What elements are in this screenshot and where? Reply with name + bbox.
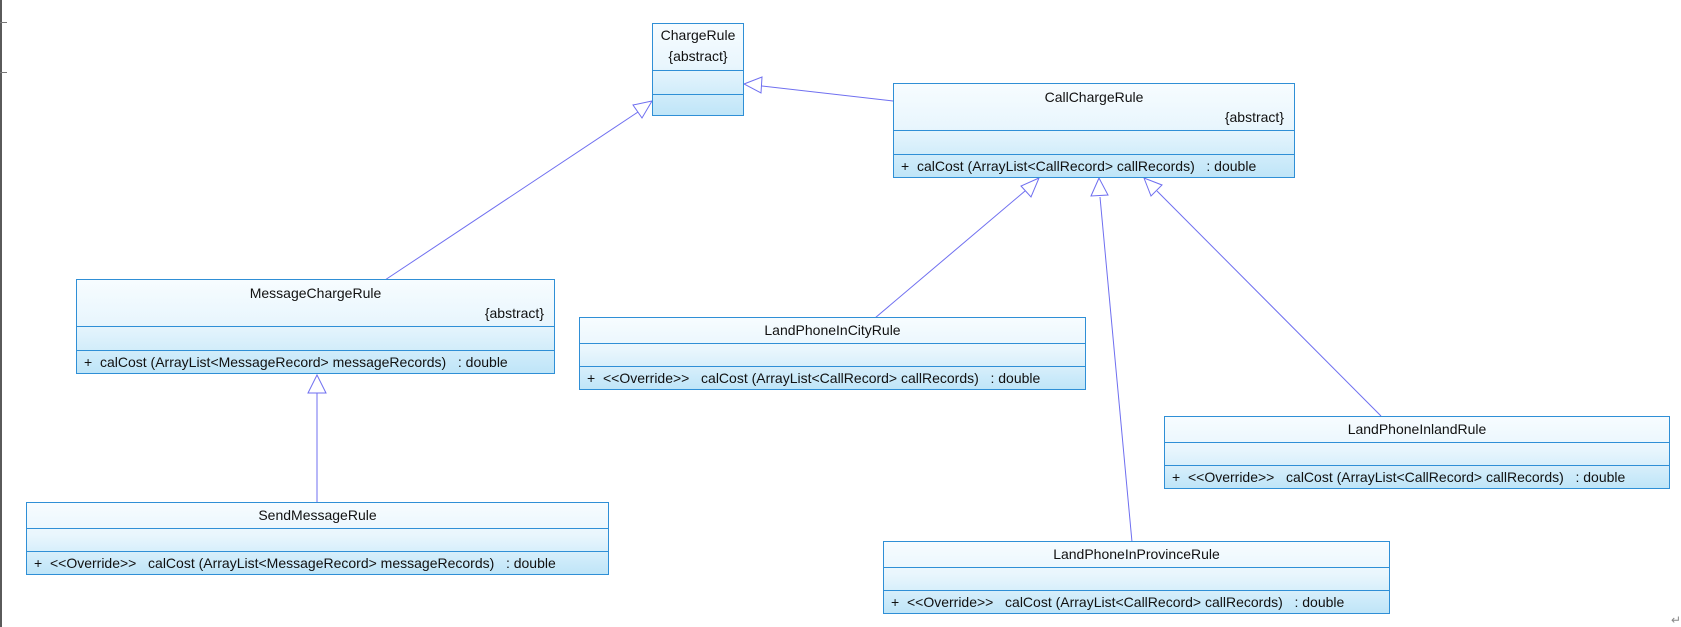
operation-visibility: + <box>1172 469 1181 485</box>
operation-calcost: + calCost (ArrayList<CallRecord> callRec… <box>901 158 1256 174</box>
class-name: SendMessageRule <box>258 507 377 523</box>
operations-compartment: + <<Override>> calCost (ArrayList<CallRe… <box>884 590 1389 613</box>
operation-calcost: + <<Override>> calCost (ArrayList<CallRe… <box>891 594 1344 610</box>
inheritance-arrowhead <box>1143 177 1163 197</box>
class-name: CallChargeRule <box>1044 89 1144 105</box>
operation-calcost: + <<Override>> calCost (ArrayList<CallRe… <box>1172 469 1625 485</box>
operation-modifier: <<Override>> <box>1187 469 1275 485</box>
class-name-compartment: LandPhoneInProvinceRule <box>884 542 1389 567</box>
class-name: ChargeRule <box>660 27 736 43</box>
attributes-compartment <box>894 130 1294 154</box>
inheritance-arrowhead <box>307 373 327 394</box>
operation-calcost: + <<Override>> calCost (ArrayList<CallRe… <box>587 370 1040 386</box>
left-page-edge <box>0 0 2 627</box>
left-edge-tick <box>0 22 7 23</box>
operations-compartment: + calCost (ArrayList<MessageRecord> mess… <box>77 350 554 373</box>
operation-signature: calCost (ArrayList<MessageRecord> messag… <box>148 555 495 571</box>
operation-signature: calCost (ArrayList<MessageRecord> messag… <box>99 354 447 370</box>
operation-signature: calCost (ArrayList<CallRecord> callRecor… <box>1286 469 1564 485</box>
class-name: LandPhoneInlandRule <box>1347 421 1487 437</box>
edge-landphoneinlandrule-to-callchargerule <box>1156 190 1382 417</box>
class-stereotype: {abstract} <box>484 305 544 321</box>
class-name-compartment: MessageChargeRule {abstract} <box>77 280 554 326</box>
attributes-compartment <box>580 343 1085 366</box>
class-stereotype: {abstract} <box>668 48 728 64</box>
operation-return-type: : double <box>1575 469 1626 485</box>
paragraph-mark: ↵ <box>1670 613 1681 627</box>
operation-return-type: : double <box>457 354 508 370</box>
operation-signature: calCost (ArrayList<CallRecord> callRecor… <box>916 158 1195 174</box>
attributes-compartment <box>653 70 743 94</box>
operations-compartment: + calCost (ArrayList<CallRecord> callRec… <box>894 154 1294 177</box>
edge-landphoneinprovincerule-to-callchargerule <box>1099 196 1133 543</box>
class-name-compartment: LandPhoneInlandRule <box>1165 417 1669 442</box>
operation-visibility: + <box>901 158 910 174</box>
operation-calcost: + calCost (ArrayList<MessageRecord> mess… <box>84 354 508 370</box>
edge-callchargerule-to-chargerule <box>743 83 894 102</box>
class-name-compartment: CallChargeRule {abstract} <box>894 84 1294 130</box>
inheritance-arrowhead <box>1020 177 1040 198</box>
class-name: MessageChargeRule <box>249 285 382 301</box>
inheritance-arrowhead <box>1090 176 1109 197</box>
operation-modifier: <<Override>> <box>906 594 994 610</box>
class-landphoneinlandrule[interactable]: LandPhoneInlandRule + <<Override>> calCo… <box>1164 416 1670 489</box>
class-messagechargerule[interactable]: MessageChargeRule {abstract} + calCost (… <box>76 279 555 374</box>
operation-return-type: : double <box>1294 594 1345 610</box>
operation-return-type: : double <box>1206 158 1257 174</box>
operation-return-type: : double <box>990 370 1041 386</box>
operation-signature: calCost (ArrayList<CallRecord> callRecor… <box>1005 594 1283 610</box>
edge-messagechargerule-to-chargerule <box>384 111 639 281</box>
operation-signature: calCost (ArrayList<CallRecord> callRecor… <box>701 370 979 386</box>
class-name-compartment: SendMessageRule <box>27 503 608 528</box>
left-edge-tick <box>0 72 7 73</box>
operation-modifier: <<Override>> <box>49 555 137 571</box>
class-name: LandPhoneInProvinceRule <box>1053 546 1220 562</box>
class-landphoneincityrule[interactable]: LandPhoneInCityRule + <<Override>> calCo… <box>579 317 1086 390</box>
class-name: LandPhoneInCityRule <box>764 322 901 338</box>
class-name-compartment: LandPhoneInCityRule <box>580 318 1085 343</box>
operation-visibility: + <box>84 354 93 370</box>
class-callchargerule[interactable]: CallChargeRule {abstract} + calCost (Arr… <box>893 83 1295 178</box>
attributes-compartment <box>27 528 608 551</box>
operation-modifier: <<Override>> <box>602 370 690 386</box>
attributes-compartment <box>77 326 554 350</box>
class-sendmessagerule[interactable]: SendMessageRule + <<Override>> calCost (… <box>26 502 609 575</box>
attributes-compartment <box>1165 442 1669 465</box>
inheritance-arrowhead <box>632 100 654 119</box>
class-stereotype: {abstract} <box>1224 109 1284 125</box>
inheritance-arrowhead <box>742 76 763 94</box>
edge-landphoneincityrule-to-callchargerule <box>874 190 1026 319</box>
attributes-compartment <box>884 567 1389 590</box>
operations-compartment: + <<Override>> calCost (ArrayList<Messag… <box>27 551 608 574</box>
operation-visibility: + <box>891 594 900 610</box>
operation-return-type: : double <box>505 555 556 571</box>
operations-compartment <box>653 94 743 115</box>
operation-visibility: + <box>34 555 43 571</box>
class-landphoneinprovincerule[interactable]: LandPhoneInProvinceRule + <<Override>> c… <box>883 541 1390 614</box>
operations-compartment: + <<Override>> calCost (ArrayList<CallRe… <box>1165 465 1669 488</box>
operation-visibility: + <box>587 370 596 386</box>
operation-calcost: + <<Override>> calCost (ArrayList<Messag… <box>34 555 556 571</box>
class-chargerule[interactable]: ChargeRule {abstract} <box>652 23 744 116</box>
operations-compartment: + <<Override>> calCost (ArrayList<CallRe… <box>580 366 1085 389</box>
class-name-compartment: ChargeRule {abstract} <box>653 24 743 70</box>
